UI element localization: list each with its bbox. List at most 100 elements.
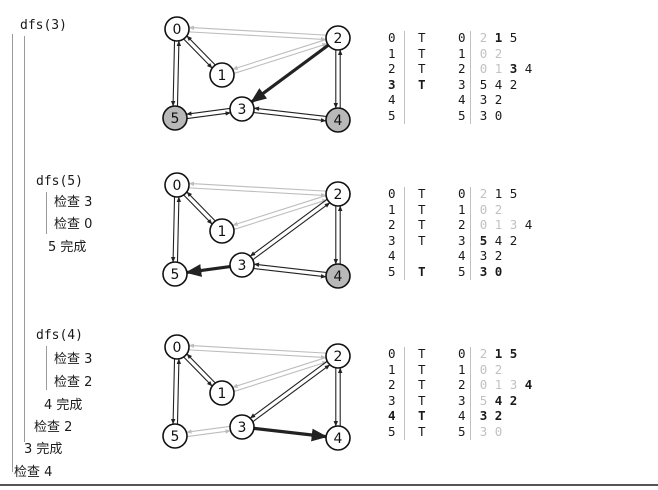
adj-entry: 2 — [509, 76, 518, 92]
trace-line: 检查 2 — [54, 375, 93, 390]
vertex-label: 4 — [334, 113, 343, 129]
trace-line: 4 完成 — [44, 398, 83, 413]
edge-0-2 — [188, 31, 327, 42]
vertex-label: 1 — [218, 386, 227, 402]
vertex-3 — [229, 252, 255, 278]
adj-entry: 3 — [509, 377, 518, 392]
adj-entry: 0 — [479, 377, 488, 392]
adj-entry: 2 — [479, 30, 488, 45]
vertex-label: 3 — [238, 420, 247, 436]
adj-entry: 1 — [494, 30, 503, 45]
adj-entry: 0 — [494, 263, 503, 279]
adj-entry: 3 — [509, 61, 518, 76]
vertex-index: 5 — [388, 423, 396, 439]
marked-cell: T — [418, 392, 426, 408]
vertex-2 — [325, 343, 351, 369]
vertex-index: 0 — [388, 186, 396, 201]
adj-vertex-index: 4 — [458, 408, 466, 423]
edge-2-0 — [188, 181, 327, 192]
edge-5-3 — [187, 429, 231, 438]
adj-entry: 5 — [509, 346, 518, 361]
vertex-5 — [162, 261, 188, 287]
adj-vertex-index: 2 — [458, 217, 466, 232]
edge-0-5 — [170, 196, 176, 263]
table-separator — [404, 347, 405, 440]
adj-vertex-index: 1 — [458, 361, 466, 377]
adj-vertex-index: 3 — [458, 76, 466, 92]
edge-1-0 — [186, 35, 216, 66]
trace-line: 5 完成 — [48, 240, 87, 255]
trace-bar-dfs5 — [46, 192, 47, 234]
marked-cell: T — [418, 423, 426, 439]
adj-entry: 4 — [494, 76, 503, 92]
adj-entry: 2 — [479, 346, 488, 361]
trace-bar-main — [12, 34, 13, 472]
vertex-label: 0 — [173, 340, 182, 356]
marked-cell: T — [418, 263, 426, 279]
adj-entry: 3 — [509, 217, 518, 232]
call-label-dfs4: dfs(4) — [36, 328, 83, 343]
vertex-0 — [164, 172, 190, 198]
table-separator — [404, 31, 405, 124]
adj-entry: 0 — [479, 361, 488, 377]
vertex-label: 1 — [218, 224, 227, 240]
vertex-1 — [209, 62, 235, 88]
vertex-1 — [209, 380, 235, 406]
adj-entry: 5 — [479, 232, 488, 248]
adj-entry: 1 — [494, 186, 503, 201]
edge-0-1 — [183, 356, 213, 387]
vertex-4 — [325, 425, 351, 451]
edge-2-0 — [188, 343, 327, 354]
vertex-5 — [162, 105, 188, 131]
adj-vertex-index: 3 — [458, 392, 466, 408]
adj-vertex-index: 1 — [458, 201, 466, 217]
vertex-2 — [325, 181, 351, 207]
adj-vertex-index: 5 — [458, 263, 466, 279]
marked-cell: T — [418, 377, 426, 392]
vertex-index: 4 — [388, 92, 396, 107]
adj-entry: 4 — [524, 377, 533, 392]
adj-entry: 3 — [479, 248, 488, 263]
vertex-4 — [325, 107, 351, 133]
adj-entry: 1 — [494, 346, 503, 361]
adj-vertex-index: 5 — [458, 423, 466, 439]
edge-0-1 — [183, 38, 213, 69]
edge-4-3 — [253, 262, 327, 273]
vertex-label: 5 — [171, 111, 180, 127]
vertex-3 — [229, 96, 255, 122]
call-label-dfs5: dfs(5) — [36, 174, 83, 189]
marked-cell: T — [418, 408, 426, 423]
vertex-index: 1 — [388, 45, 396, 61]
vertex-index: 1 — [388, 361, 396, 377]
trace-line: 检查 4 — [14, 465, 53, 480]
edge-3-4 — [253, 268, 327, 279]
trace-bar-dfs4 — [46, 346, 47, 390]
adj-entry: 3 — [479, 92, 488, 107]
vertex-index: 5 — [388, 263, 396, 279]
adj-entry: 5 — [509, 186, 518, 201]
edge-1-2 — [233, 361, 328, 392]
vertex-label: 2 — [334, 349, 343, 365]
vertex-index: 2 — [388, 217, 396, 232]
edge-1-0 — [186, 191, 216, 222]
adj-entry: 2 — [509, 232, 518, 248]
vertex-index: 4 — [388, 408, 396, 423]
trace-bar-dfs3 — [24, 36, 25, 442]
edge-1-2 — [233, 43, 328, 74]
call-label-dfs3: dfs(3) — [20, 18, 67, 33]
edge-3-5 — [186, 107, 230, 116]
adj-vertex-index: 0 — [458, 186, 466, 201]
adj-vertex-index: 4 — [458, 92, 466, 107]
adj-entry: 0 — [479, 217, 488, 232]
vertex-2 — [325, 25, 351, 51]
